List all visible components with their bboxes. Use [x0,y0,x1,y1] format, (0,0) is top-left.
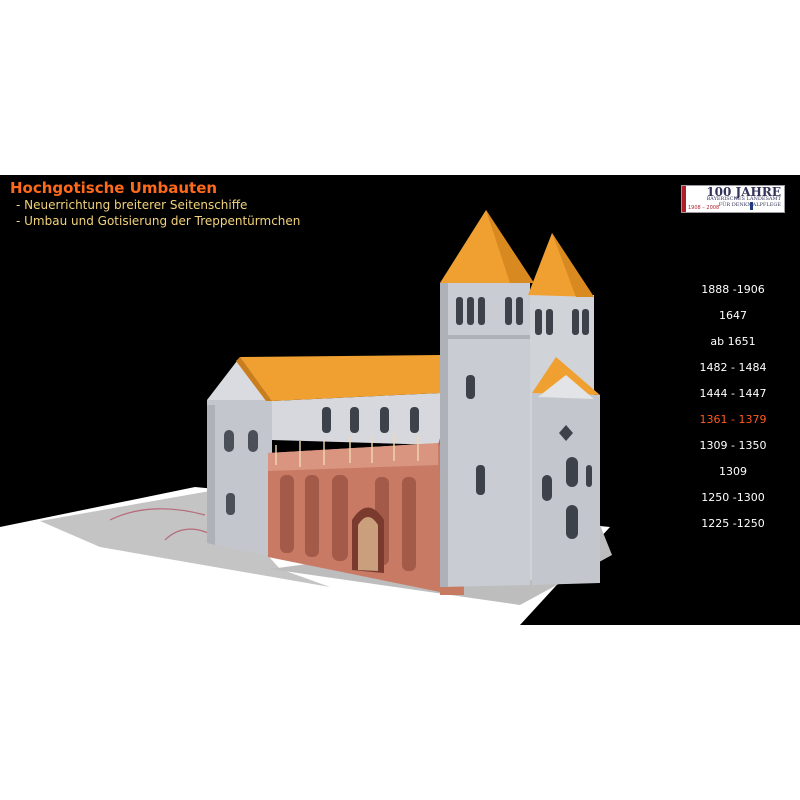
timeline-entry: 1482 - 1484 [699,361,767,374]
logo-years: 1908 – 2008 [688,205,720,211]
slide-title: Hochgotische Umbauten [10,179,218,197]
logo-accent-bar [682,186,686,212]
timeline-entry: ab 1651 [710,335,756,348]
timeline-list: 1888 -1906 1647 ab 1651 1482 - 1484 1444… [688,283,778,543]
timeline-entry: 1309 - 1350 [699,439,767,452]
logo-line: BAYERISCHES LANDESAMT [706,196,781,202]
tower-left [440,283,530,587]
timeline-entry: 1225 -1250 [701,517,765,530]
timeline-entry: 1250 -1300 [701,491,765,504]
logo-blue-bar [750,202,753,210]
blfd-logo: 100 JAHRE BAYERISCHES LANDESAMT FÜR DENK… [681,185,785,213]
bullet-item: - Umbau und Gotisierung der Treppentürmc… [16,214,301,228]
cathedral-model [0,210,612,625]
east-block [532,393,600,585]
logo-sub-text: BAYERISCHES LANDESAMT FÜR DENKMALPFLEGE [706,196,781,208]
video-frame: Hochgotische Umbauten - Neuerrichtung br… [0,175,800,625]
nave-roof [240,355,440,401]
timeline-entry: 1444 - 1447 [699,387,767,400]
timeline-entry: 1361 - 1379 [699,413,767,426]
west-gable [207,357,272,400]
timeline-entry: 1309 [719,465,747,478]
logo-main-text: 100 JAHRE [706,185,781,199]
timeline-entry: 1647 [719,309,747,322]
nave-wall [207,400,272,557]
ground-shadow [40,491,330,587]
timeline-entry: 1888 -1906 [701,283,765,296]
bullet-list: - Neuerrichtung breiterer Seitenschiffe … [16,197,300,229]
logo-line: FÜR DENKMALPFLEGE [718,202,781,208]
bullet-item: - Neuerrichtung breiterer Seitenschiffe [16,198,248,212]
